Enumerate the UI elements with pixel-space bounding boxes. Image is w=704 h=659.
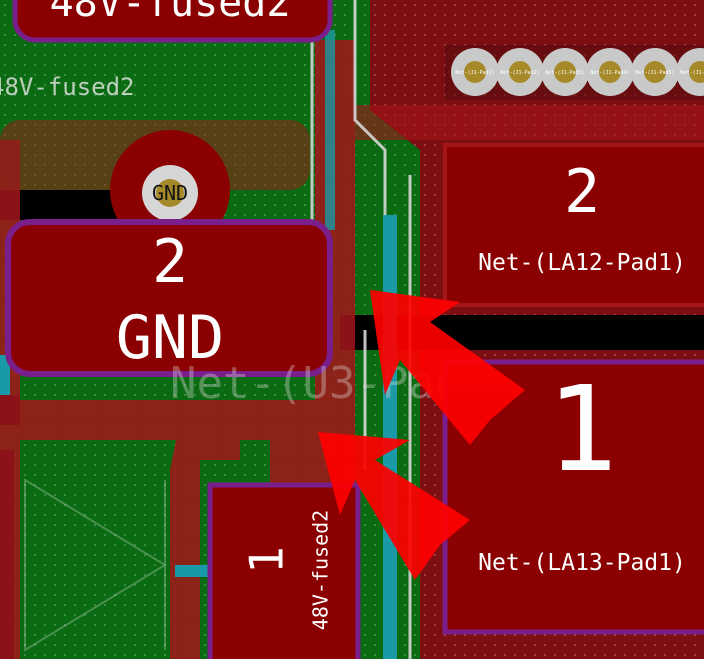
pin-hole bbox=[689, 61, 704, 83]
bottom-pad-number: 1 bbox=[240, 546, 294, 574]
drc-arrow[interactable] bbox=[318, 432, 470, 580]
left-pad[interactable]: 2 GND bbox=[5, 219, 333, 377]
top-pad-net: 48V-fused2 bbox=[50, 0, 291, 26]
header-pin[interactable]: Net-(J1-Pad5) bbox=[631, 48, 679, 96]
drc-marker-arrows[interactable] bbox=[318, 290, 525, 580]
right-bottom-pad-net: Net-(LA13-Pad1) bbox=[478, 550, 686, 576]
diode-outline bbox=[24, 478, 167, 652]
right-top-pad[interactable]: 2 Net-(LA12-Pad1) bbox=[443, 143, 704, 307]
header-pin[interactable]: Net-(J1-Pad1) bbox=[451, 48, 499, 96]
left-pad-net: GND bbox=[116, 303, 224, 373]
right-bottom-pad-number: 1 bbox=[546, 360, 617, 498]
pin-hole bbox=[509, 61, 531, 83]
top-pad[interactable]: 48V-fused2 bbox=[12, 0, 333, 43]
left-pad-number: 2 bbox=[152, 227, 188, 297]
pin-hole bbox=[554, 61, 576, 83]
pin-label: Net-(J1-Pad6) bbox=[680, 70, 704, 76]
header-pin[interactable]: Net-(J1-Pad2) bbox=[496, 48, 544, 96]
pin-label: Net-(J1-Pad5) bbox=[635, 70, 674, 76]
header-pin[interactable]: Net-(J1-Pad4) bbox=[586, 48, 634, 96]
pin-label: Net-(J1-Pad2) bbox=[500, 70, 539, 76]
right-top-pad-number: 2 bbox=[564, 157, 600, 227]
top-net-text: 48V-fused2 bbox=[0, 73, 135, 101]
pin-label: Net-(J1-Pad3) bbox=[545, 70, 584, 76]
pin-label: Net-(J1-Pad1) bbox=[455, 70, 494, 76]
drc-arrow[interactable] bbox=[370, 290, 525, 445]
pin-hole bbox=[644, 61, 666, 83]
header-pin[interactable]: Net-(J1-Pad3) bbox=[541, 48, 589, 96]
pin-hole bbox=[464, 61, 486, 83]
right-top-pad-net: Net-(LA12-Pad1) bbox=[478, 250, 686, 276]
bottom-pad-net: 48V-fused2 bbox=[309, 510, 333, 630]
bottom-pad[interactable]: 1 48V-fused2 bbox=[207, 482, 361, 659]
header-pins: Net-(J1-Pad1) Net-(J1-Pad2) Net-(J1-Pad3) N… bbox=[451, 48, 704, 96]
header-pin[interactable]: Net-(J1-Pad6) bbox=[676, 48, 704, 96]
pin-hole bbox=[599, 61, 621, 83]
pin-label: Net-(J1-Pad4) bbox=[590, 70, 629, 76]
via-gnd-label: GND bbox=[152, 181, 188, 205]
